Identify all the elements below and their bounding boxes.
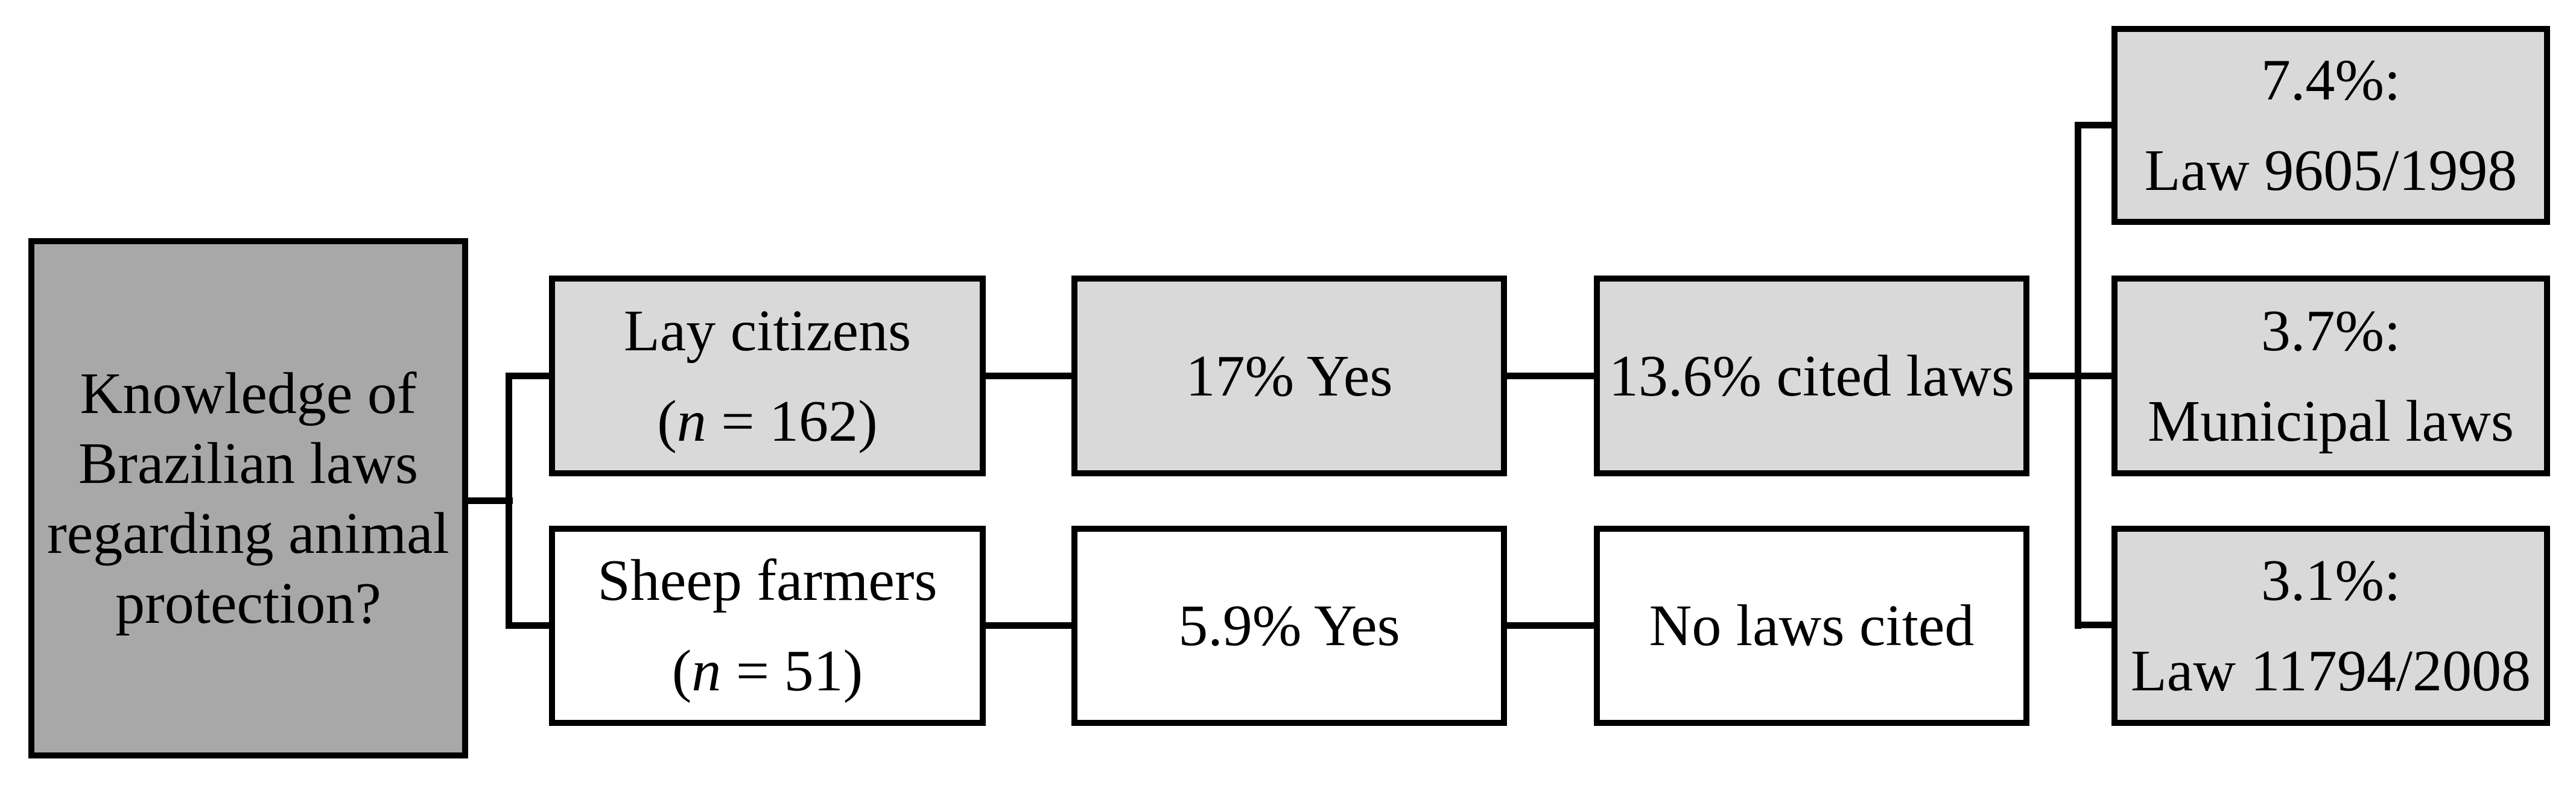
municipal-laws-box: 3.7%: Municipal laws (2111, 276, 2550, 476)
lay-citizens-label: Lay citizens (623, 298, 912, 364)
connector-root-horizontal (468, 497, 513, 504)
sheep-farmers-label: Sheep farmers (597, 548, 937, 613)
law-9605-label: Law 9605/1998 (2144, 138, 2517, 203)
connector-yes-to-cited (1507, 373, 1594, 379)
connector-sheep-to-yes (986, 622, 1071, 629)
n-value-text: = 51) (721, 638, 863, 704)
root-question-line: protection? (115, 570, 381, 636)
lay-cited-laws-label: 13.6% cited laws (1608, 343, 2015, 409)
paren-open-text: ( (657, 388, 677, 454)
sheep-yes-box: 5.9% Yes (1071, 526, 1507, 726)
law-11794-box: 3.1%: Law 11794/2008 (2111, 526, 2550, 726)
sheep-yes-label: 5.9% Yes (1178, 593, 1400, 658)
n-symbol-text: n (691, 638, 722, 704)
root-question-box: Knowledge of Brazilian laws regarding an… (28, 238, 468, 758)
connector-law11794-stub (2075, 622, 2113, 628)
connector-yes-to-nolaws (1507, 622, 1594, 629)
municipal-laws-percent: 3.7%: (2260, 298, 2401, 364)
lay-citizens-sample-size: (n = 162) (657, 376, 878, 467)
no-laws-cited-box: No laws cited (1594, 526, 2029, 726)
root-question-line: Brazilian laws (78, 430, 419, 496)
root-question-line: regarding animal (47, 500, 449, 566)
lay-yes-label: 17% Yes (1185, 343, 1393, 409)
connector-lay-to-yes (986, 373, 1071, 379)
n-value-text: = 162) (706, 388, 878, 454)
no-laws-cited-label: No laws cited (1649, 593, 1975, 658)
sheep-farmers-sample-size: (n = 51) (672, 626, 863, 716)
law-11794-label: Law 11794/2008 (2130, 638, 2531, 704)
n-symbol-text: n (676, 388, 706, 454)
law-11794-percent: 3.1%: (2260, 548, 2401, 613)
municipal-laws-label: Municipal laws (2148, 388, 2514, 454)
root-question-line: Knowledge of (80, 361, 417, 426)
connector-sheep-stub (506, 622, 550, 629)
paren-open-text: ( (671, 638, 692, 704)
connector-lay-stub (506, 373, 550, 379)
sheep-farmers-box: Sheep farmers (n = 51) (549, 526, 986, 726)
law-9605-percent: 7.4%: (2260, 48, 2401, 113)
connector-cited-to-bracket (2029, 373, 2081, 379)
lay-cited-laws-box: 13.6% cited laws (1594, 276, 2029, 476)
lay-citizens-box: Lay citizens (n = 162) (549, 276, 986, 476)
lay-yes-box: 17% Yes (1071, 276, 1507, 476)
connector-left-bracket-vertical (506, 373, 512, 629)
connector-law9605-stub (2075, 122, 2113, 128)
connector-municipal-stub (2075, 373, 2113, 379)
law-9605-box: 7.4%: Law 9605/1998 (2111, 26, 2550, 225)
